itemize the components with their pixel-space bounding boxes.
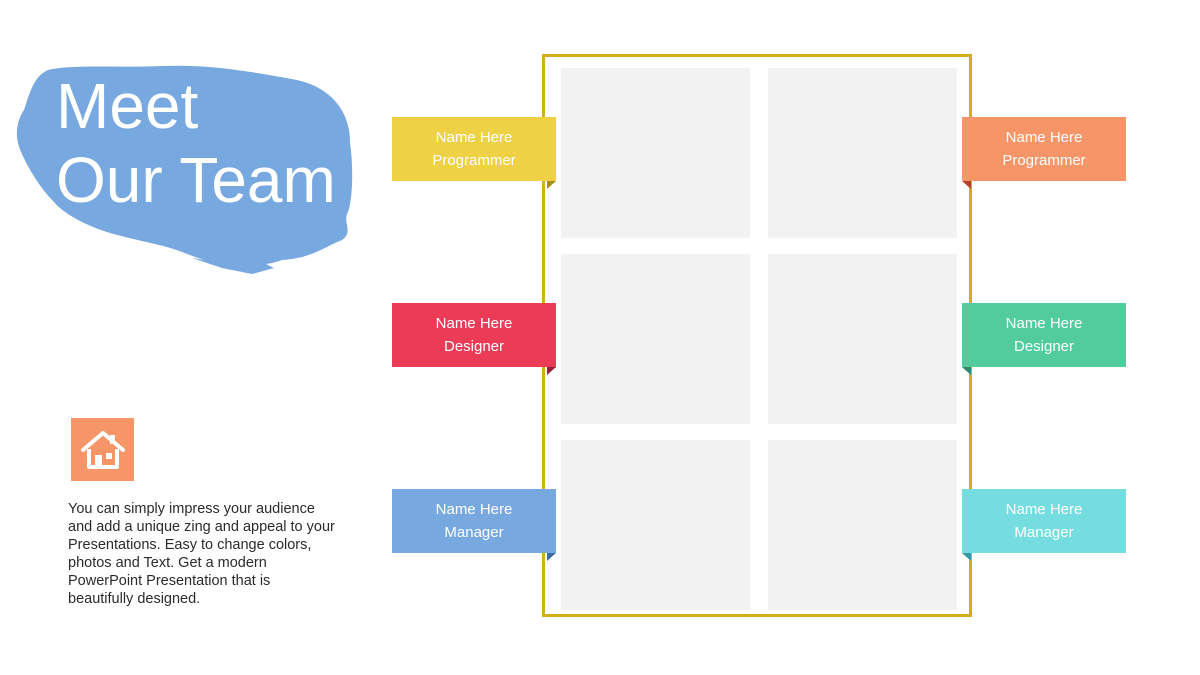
- description-text: You can simply impress your audience and…: [68, 501, 335, 607]
- member-role: Programmer: [1002, 152, 1086, 169]
- photo-frame: [542, 54, 972, 617]
- member-role: Manager: [1014, 524, 1074, 541]
- member-role: Designer: [1013, 338, 1075, 355]
- ribbon-fold: [547, 367, 556, 375]
- photo-placeholder[interactable]: [561, 254, 750, 424]
- member-name: Name Here: [435, 501, 513, 518]
- title-line-1: Meet: [56, 70, 199, 142]
- photo-placeholder[interactable]: [561, 68, 750, 238]
- ribbon-fold: [962, 181, 971, 189]
- member-name: Name Here: [435, 315, 513, 332]
- member-role: Programmer: [432, 152, 516, 169]
- member-name: Name Here: [435, 129, 513, 146]
- member-role: Designer: [443, 338, 505, 355]
- ribbon-fold: [962, 553, 971, 561]
- member-role: Manager: [444, 524, 504, 541]
- team-member-tag: Name Here Manager: [962, 489, 1126, 561]
- photo-placeholder[interactable]: [768, 440, 957, 610]
- title-brush-blob: [16, 65, 353, 274]
- ribbon-fold: [547, 553, 556, 561]
- home-icon-box: [71, 418, 134, 481]
- photo-placeholder[interactable]: [768, 68, 957, 238]
- team-member-tag: Name Here Designer: [962, 303, 1126, 375]
- ribbon-fold: [962, 367, 971, 375]
- team-member-tag: Name Here Programmer: [962, 117, 1126, 189]
- member-name: Name Here: [1005, 315, 1083, 332]
- team-member-tag: Name Here Designer: [392, 303, 556, 375]
- title-line-2: Our Team: [56, 144, 336, 216]
- team-member-tag: Name Here Programmer: [392, 117, 556, 189]
- photo-placeholder[interactable]: [768, 254, 957, 424]
- ribbon-fold: [547, 181, 556, 189]
- home-icon: [80, 430, 125, 469]
- team-member-tag: Name Here Manager: [392, 489, 556, 561]
- member-name: Name Here: [1005, 129, 1083, 146]
- photo-placeholder[interactable]: [561, 440, 750, 610]
- member-name: Name Here: [1005, 501, 1083, 518]
